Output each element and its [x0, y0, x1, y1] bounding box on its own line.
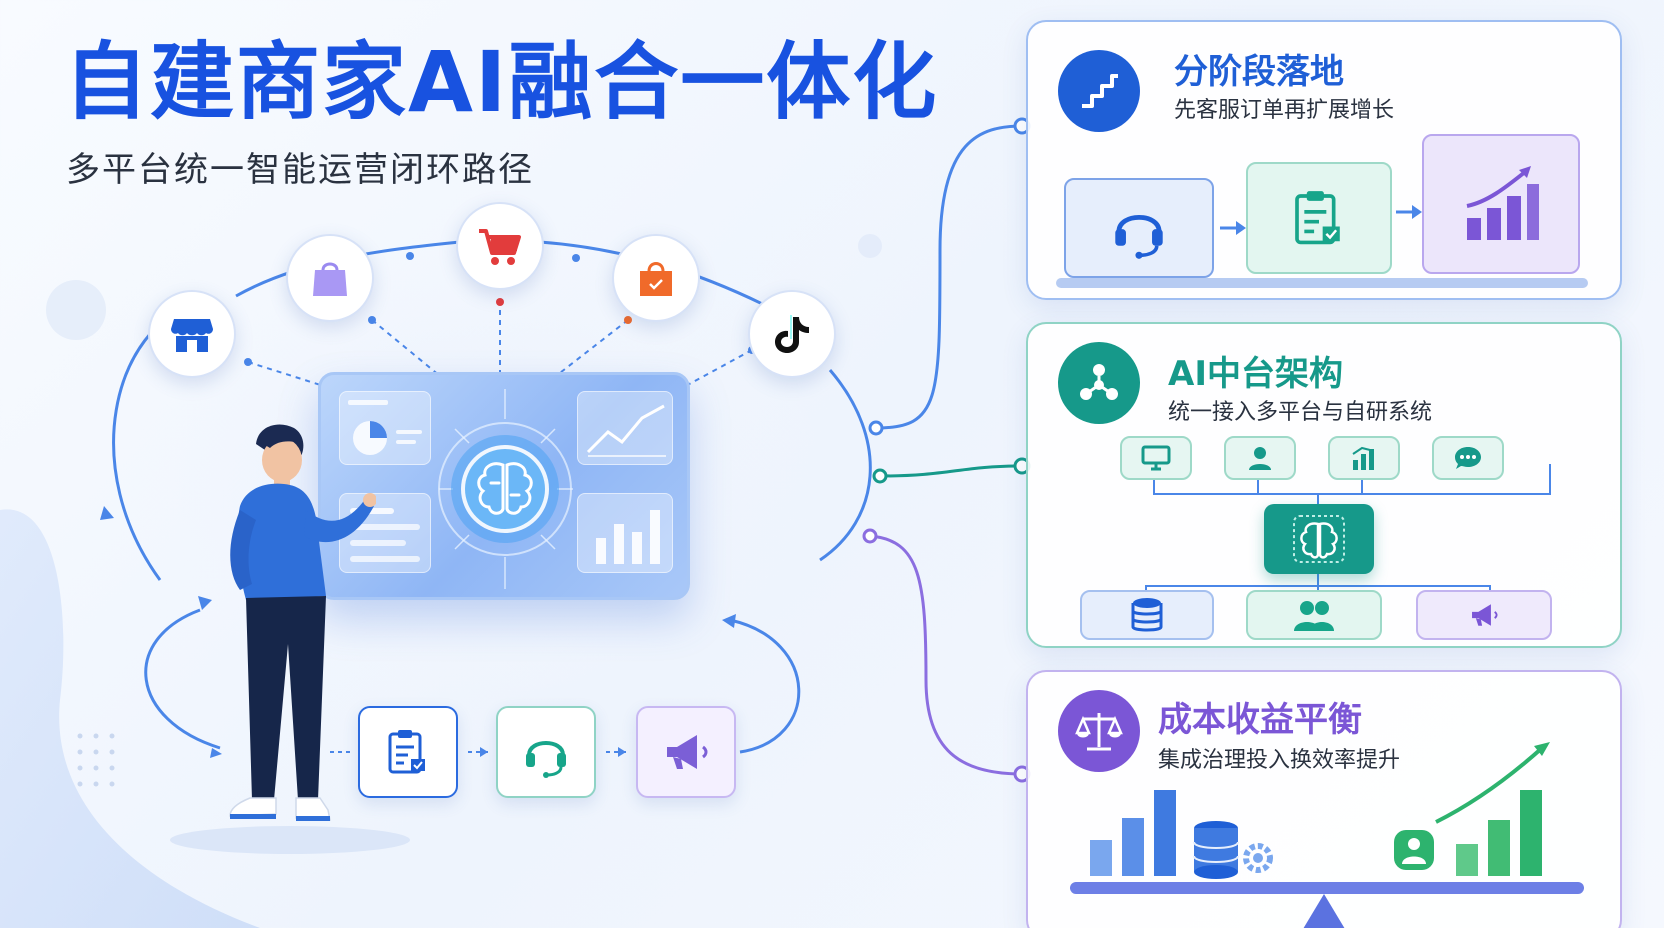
arrow-right-icon [1220, 221, 1246, 235]
database-icon [1193, 821, 1239, 879]
monitor-icon [1141, 445, 1171, 471]
source-analytics[interactable] [1328, 436, 1400, 480]
arrow-right-icon [1396, 205, 1422, 219]
headset-icon [526, 741, 566, 778]
bar-chart-icon [596, 510, 660, 564]
shopping-bag-icon [313, 262, 347, 296]
flow-service-box[interactable] [496, 706, 596, 798]
line-chart-panel [577, 391, 673, 465]
megaphone-icon [1472, 604, 1498, 626]
ai-dashboard-screen [318, 372, 690, 600]
page-title: 自建商家AI融合一体化 [64, 33, 939, 131]
bar-chart-panel [577, 493, 673, 573]
shopping-cart-icon [479, 229, 521, 265]
platform-tiktok[interactable] [748, 290, 836, 378]
card-icon-wrapper [1058, 50, 1140, 132]
flow-marketing-box[interactable] [636, 706, 736, 798]
ai-core-chip[interactable] [1264, 504, 1374, 574]
pie-chart-icon [348, 400, 422, 455]
balance-scale-icon [1075, 713, 1123, 751]
tiktok-icon [775, 315, 809, 353]
bar-chart-icon [1352, 446, 1374, 470]
card-ai-middleware: AI中台架构 统一接入多平台与自研系统 [1026, 322, 1622, 648]
platform-store[interactable] [148, 290, 236, 378]
platform-bag-purple[interactable] [286, 234, 374, 322]
source-desktop[interactable] [1120, 436, 1192, 480]
chat-bubble-icon [1455, 447, 1481, 469]
source-chat[interactable] [1432, 436, 1504, 480]
store-icon [171, 319, 213, 352]
headset-icon [1115, 215, 1163, 259]
line-chart-icon [586, 404, 666, 457]
page-subtitle: 多平台统一智能运营闭环路径 [66, 150, 534, 190]
card-title: 成本收益平衡 [1158, 700, 1362, 740]
card-cost-benefit: 成本收益平衡 集成治理投入换效率提升 [1026, 670, 1622, 928]
card-title: 分阶段落地 [1174, 52, 1344, 92]
card-subtitle: 先客服订单再扩展增长 [1174, 98, 1395, 123]
platform-cart[interactable] [456, 202, 544, 290]
stage-service[interactable] [1064, 178, 1214, 278]
pie-chart-panel [339, 391, 431, 465]
balance-fulcrum [1303, 894, 1345, 928]
card-subtitle: 集成治理投入换效率提升 [1158, 748, 1401, 773]
list-panel [339, 493, 431, 573]
brain-icon [477, 462, 533, 515]
benefit-bars-icon [1456, 790, 1542, 876]
ai-brain-core [438, 389, 573, 589]
megaphone-icon [667, 735, 708, 769]
platform-bag-orange[interactable] [612, 234, 700, 322]
backend-marketing[interactable] [1416, 590, 1552, 640]
card-icon-wrapper [1058, 342, 1140, 424]
source-user[interactable] [1224, 436, 1296, 480]
user-icon [1249, 447, 1271, 470]
card-title: AI中台架构 [1168, 354, 1343, 394]
backend-users[interactable] [1246, 590, 1382, 640]
database-icon [1131, 598, 1163, 632]
backend-database[interactable] [1080, 590, 1214, 640]
stage-growth[interactable] [1422, 134, 1580, 274]
card-phased-rollout: 分阶段落地 先客服订单再扩展增长 [1026, 20, 1622, 300]
stage-order[interactable] [1246, 162, 1392, 274]
gear-icon [1243, 843, 1273, 873]
cost-bars-icon [1090, 790, 1176, 876]
shopping-bag-icon [640, 262, 672, 296]
card-subtitle: 统一接入多平台与自研系统 [1168, 400, 1433, 425]
order-clipboard-icon [1295, 191, 1340, 245]
growth-arrow [1435, 746, 1544, 824]
growth-chart-icon [1466, 166, 1539, 240]
brain-chip-icon [1293, 515, 1345, 563]
flow-order-box[interactable] [358, 706, 458, 798]
cost-benefit-illustration [1070, 742, 1584, 928]
card-icon-wrapper [1058, 690, 1140, 772]
network-hub-icon [1080, 364, 1118, 400]
user-badge-icon [1394, 830, 1434, 870]
stairs-icon [1082, 74, 1118, 108]
person-illustration [229, 424, 376, 821]
order-clipboard-icon [388, 730, 425, 774]
stage-baseline [1056, 278, 1588, 288]
balance-beam [1070, 882, 1584, 894]
user-group-icon [1294, 601, 1334, 631]
